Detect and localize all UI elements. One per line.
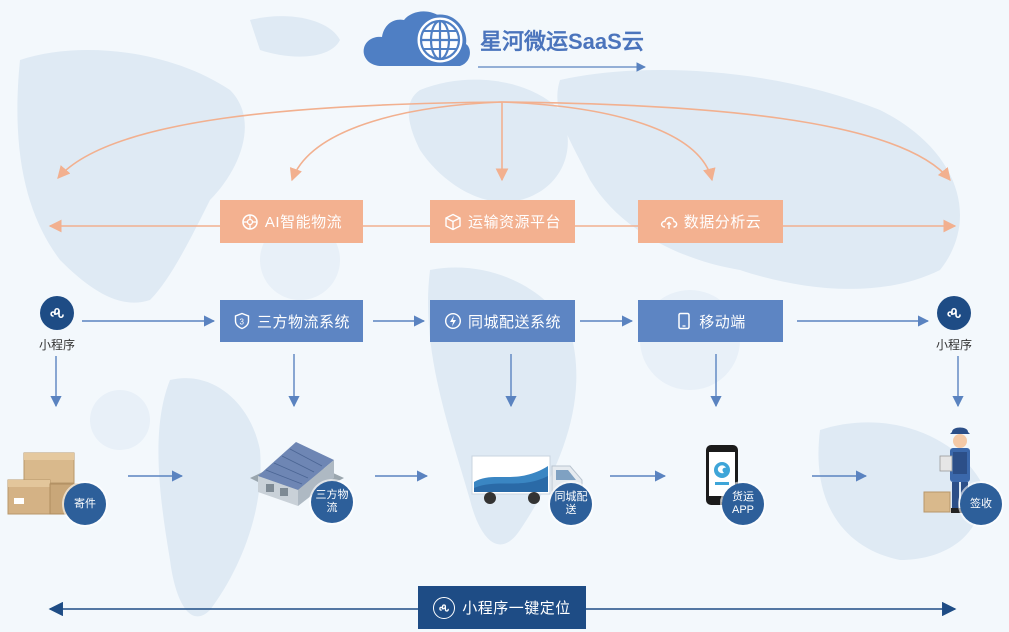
box-icon xyxy=(445,213,461,230)
ai-chip-icon xyxy=(242,213,258,230)
smartphone-icon xyxy=(706,445,738,505)
system-mobile[interactable]: 移动端 xyxy=(638,300,783,342)
truck-icon xyxy=(471,455,583,504)
system-label: 同城配送系统 xyxy=(467,313,561,331)
system-third-party-logistics[interactable]: 3 三方物流系统 xyxy=(220,300,363,342)
stage-send-badge: 寄件 xyxy=(64,483,106,525)
miniprogram-left[interactable] xyxy=(40,296,74,330)
mobile-icon xyxy=(678,312,690,330)
miniprogram-right[interactable] xyxy=(937,296,971,330)
cloud-globe-logo xyxy=(363,11,470,67)
svg-text:3: 3 xyxy=(240,317,245,326)
system-same-city-delivery[interactable]: 同城配送系统 xyxy=(430,300,575,342)
brand-title: 星河微运SaaS云 xyxy=(480,29,644,54)
service-ai-logistics[interactable]: AI智能物流 xyxy=(220,200,363,243)
stage-3pl-badge: 三方物流 xyxy=(311,481,353,523)
miniprogram-right-label: 小程序 xyxy=(935,338,972,352)
warehouse-icon xyxy=(250,442,344,506)
stage-receive-badge: 签收 xyxy=(960,483,1002,525)
miniprogram-icon xyxy=(50,307,64,319)
service-label: 运输资源平台 xyxy=(467,214,561,231)
bottom-bar-label: 小程序一键定位 xyxy=(462,600,571,617)
miniprogram-locate-button[interactable]: 小程序一键定位 xyxy=(418,586,586,629)
system-label: 三方物流系统 xyxy=(256,313,350,331)
miniprogram-icon xyxy=(433,596,456,619)
lightning-icon xyxy=(444,312,461,330)
service-transport-resources[interactable]: 运输资源平台 xyxy=(430,200,575,243)
system-label: 移动端 xyxy=(699,313,746,331)
service-data-analytics[interactable]: 数据分析云 xyxy=(638,200,783,243)
cloud-upload-icon xyxy=(660,216,678,229)
miniprogram-icon xyxy=(947,307,961,319)
service-label: AI智能物流 xyxy=(264,214,343,231)
stage-app-badge: 货运APP xyxy=(722,483,764,525)
miniprogram-left-label: 小程序 xyxy=(38,338,75,352)
globe-icon xyxy=(414,14,466,66)
shield-3-icon: 3 xyxy=(234,312,250,330)
service-label: 数据分析云 xyxy=(683,214,762,231)
stage-delivery-badge: 同城配送 xyxy=(550,483,592,525)
